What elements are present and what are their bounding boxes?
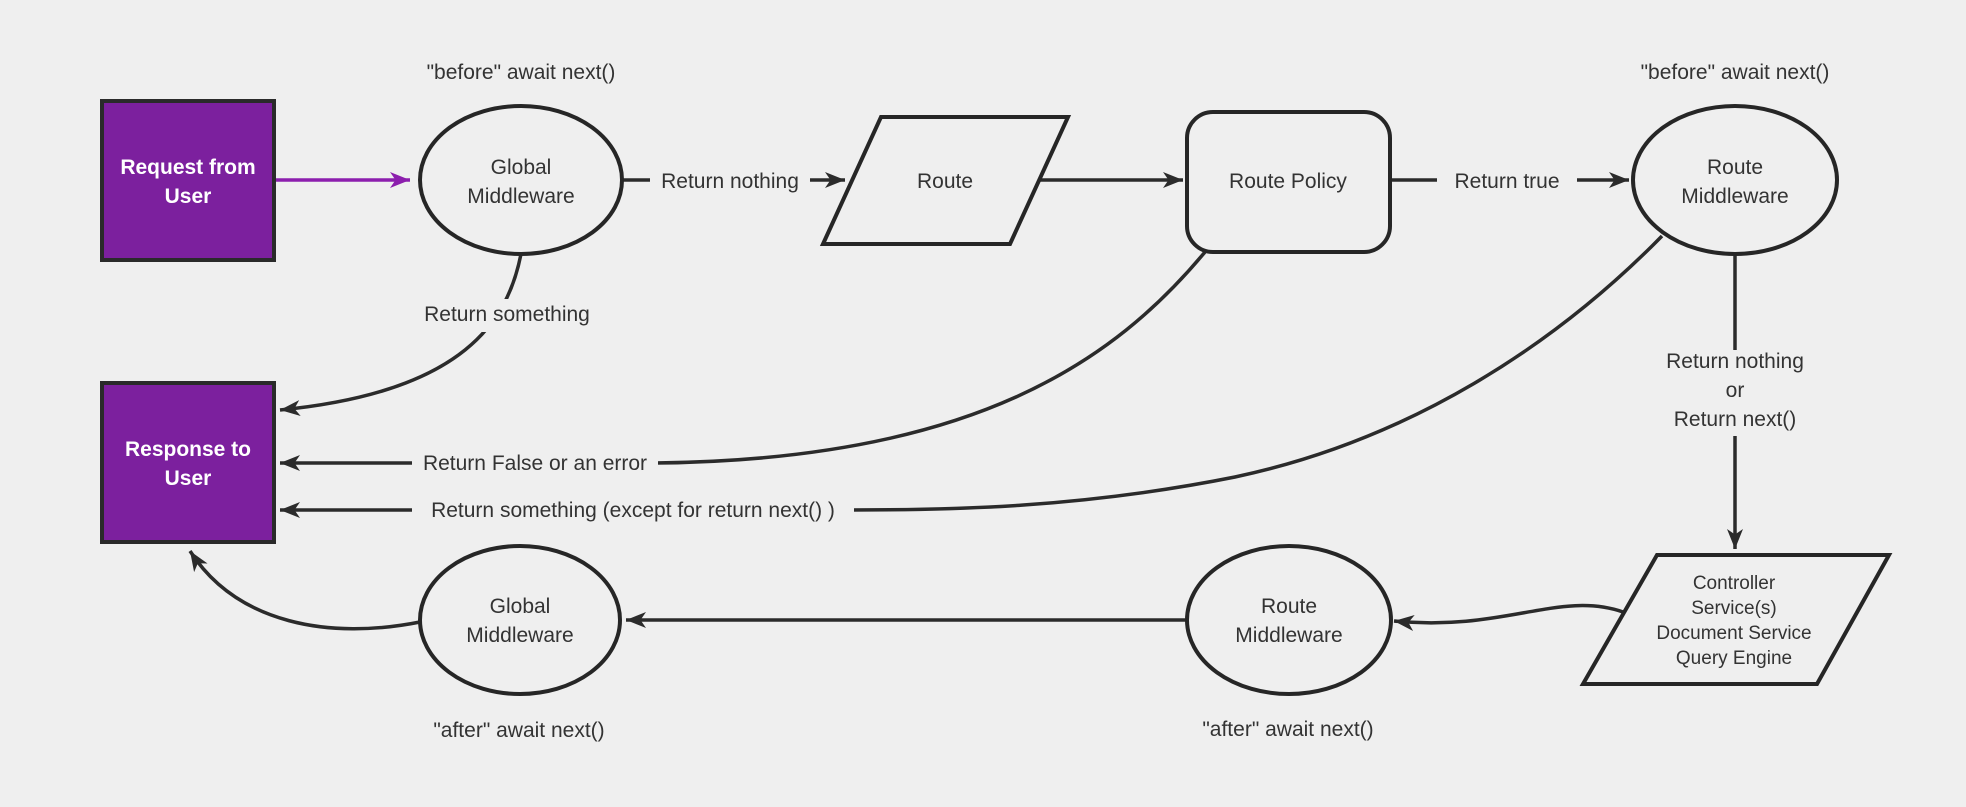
edge-controller-to-route-middleware-after [1393,603,1624,631]
node-global-middleware-before: Global Middleware [418,104,624,256]
label-bg-return-nothing [650,164,810,197]
node-route-middleware-before: Route Middleware [1631,104,1839,256]
label-after-await-next-route: "after" await next() [1202,718,1373,741]
global-middleware-after-ellipse [418,544,622,696]
route-label: Route [917,170,973,193]
global-middleware-after-label-line2: Middleware [466,624,573,647]
label-bg-return-true [1437,164,1577,197]
response-to-user-label-line1: Response to [125,438,251,461]
label-before-await-next-global: "before" await next() [427,61,616,84]
node-route: Route [819,115,1072,246]
label-bg-return-something [414,299,600,332]
node-controller-services: Controller Service(s) Document Service Q… [1579,553,1893,686]
edge-return-something-except-to-response [280,234,1664,518]
global-middleware-before-label-line2: Middleware [467,185,574,208]
edge-return-something-to-response [279,253,523,417]
node-response-to-user: Response to User [100,381,276,544]
node-route-policy: Route Policy [1185,110,1392,254]
controller-services-label-line2: Service(s) [1691,598,1777,619]
label-bg-return-something-except [412,493,854,527]
controller-services-label-line4: Query Engine [1676,648,1792,669]
route-middleware-before-label-line2: Middleware [1681,185,1788,208]
response-to-user-box [100,381,276,544]
label-return-nothing: Return nothing [661,170,799,193]
label-bg-return-false [412,446,658,480]
node-global-middleware-after: Global Middleware [418,544,622,696]
global-middleware-before-label-line1: Global [491,156,552,179]
response-to-user-label-line2: User [165,467,212,490]
request-from-user-label-line2: User [165,185,212,208]
global-middleware-before-ellipse [418,104,624,256]
route-policy-box [1185,110,1392,254]
route-policy-label: Route Policy [1229,170,1347,193]
global-middleware-after-label-line1: Global [490,595,551,618]
label-before-await-next-route: "before" await next() [1641,61,1830,84]
request-from-user-label-line1: Request from [120,156,255,179]
label-return-nothing-or-line1: Return nothing [1666,350,1804,373]
route-parallelogram [819,115,1072,246]
label-return-something-except: Return something (except for return next… [431,499,835,522]
request-from-user-box [100,99,276,262]
label-after-await-next-global: "after" await next() [433,719,604,742]
label-return-nothing-or-line3: Return next() [1674,408,1797,431]
label-return-true: Return true [1454,170,1559,193]
route-middleware-after-ellipse [1185,544,1393,696]
controller-services-parallelogram [1579,553,1893,686]
label-bg-return-nothing-or [1645,350,1825,436]
label-return-false-or-error: Return False or an error [423,452,647,475]
route-middleware-after-label-line2: Middleware [1235,624,1342,647]
route-middleware-before-ellipse [1631,104,1839,256]
node-request-from-user: Request from User [100,99,276,262]
edge-global-middleware-after-to-response [188,550,421,631]
controller-services-label-line3: Document Service [1656,623,1811,644]
label-return-nothing-or-line2: or [1726,379,1745,402]
route-middleware-before-label-line1: Route [1707,156,1763,179]
controller-services-label-line1: Controller [1693,573,1776,594]
route-middleware-after-label-line1: Route [1261,595,1317,618]
edge-return-false-to-response [280,250,1207,471]
node-route-middleware-after: Route Middleware [1185,544,1393,696]
label-return-something: Return something [424,303,590,326]
